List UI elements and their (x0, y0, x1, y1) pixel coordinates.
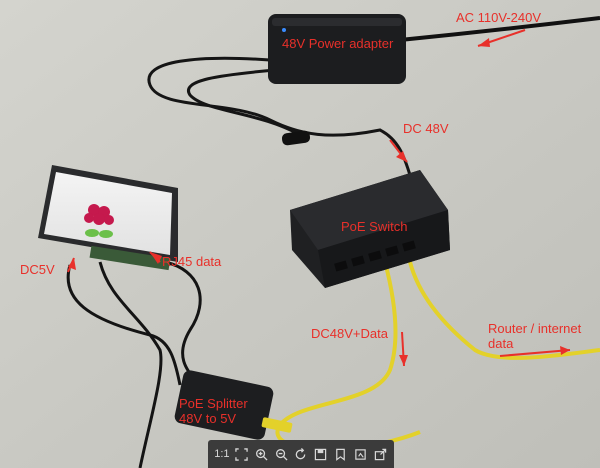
zoom-out-button[interactable] (272, 445, 290, 463)
label-ac-input: AC 110V-240V (456, 10, 541, 25)
label-power-adapter: 48V Power adapter (282, 36, 393, 51)
fit-screen-button[interactable] (233, 445, 251, 463)
label-splitter: PoE Splitter 48V to 5V (179, 396, 248, 426)
label-poe-switch: PoE Switch (341, 219, 407, 234)
zoom-in-icon (255, 448, 268, 461)
rotate-button[interactable] (292, 445, 310, 463)
share-icon (374, 448, 387, 461)
actual-size-button[interactable]: 1:1 (213, 445, 231, 463)
image-viewer-toolbar: 1:1 (208, 440, 394, 468)
label-router: Router / internet data (488, 321, 581, 351)
rotate-icon (294, 448, 307, 461)
save-button[interactable] (312, 445, 330, 463)
share-button[interactable] (371, 445, 389, 463)
crop-button[interactable] (351, 445, 369, 463)
crop-icon (354, 448, 367, 461)
fit-screen-icon (235, 448, 248, 461)
label-dc48-data: DC48V+Data (311, 326, 388, 341)
label-dc5v: DC5V (20, 262, 55, 277)
bookmark-button[interactable] (331, 445, 349, 463)
label-dc48: DC 48V (403, 121, 449, 136)
save-icon (314, 448, 327, 461)
zoom-out-icon (275, 448, 288, 461)
bookmark-icon (334, 448, 347, 461)
label-rj45: RJ45 data (162, 254, 221, 269)
zoom-in-button[interactable] (252, 445, 270, 463)
